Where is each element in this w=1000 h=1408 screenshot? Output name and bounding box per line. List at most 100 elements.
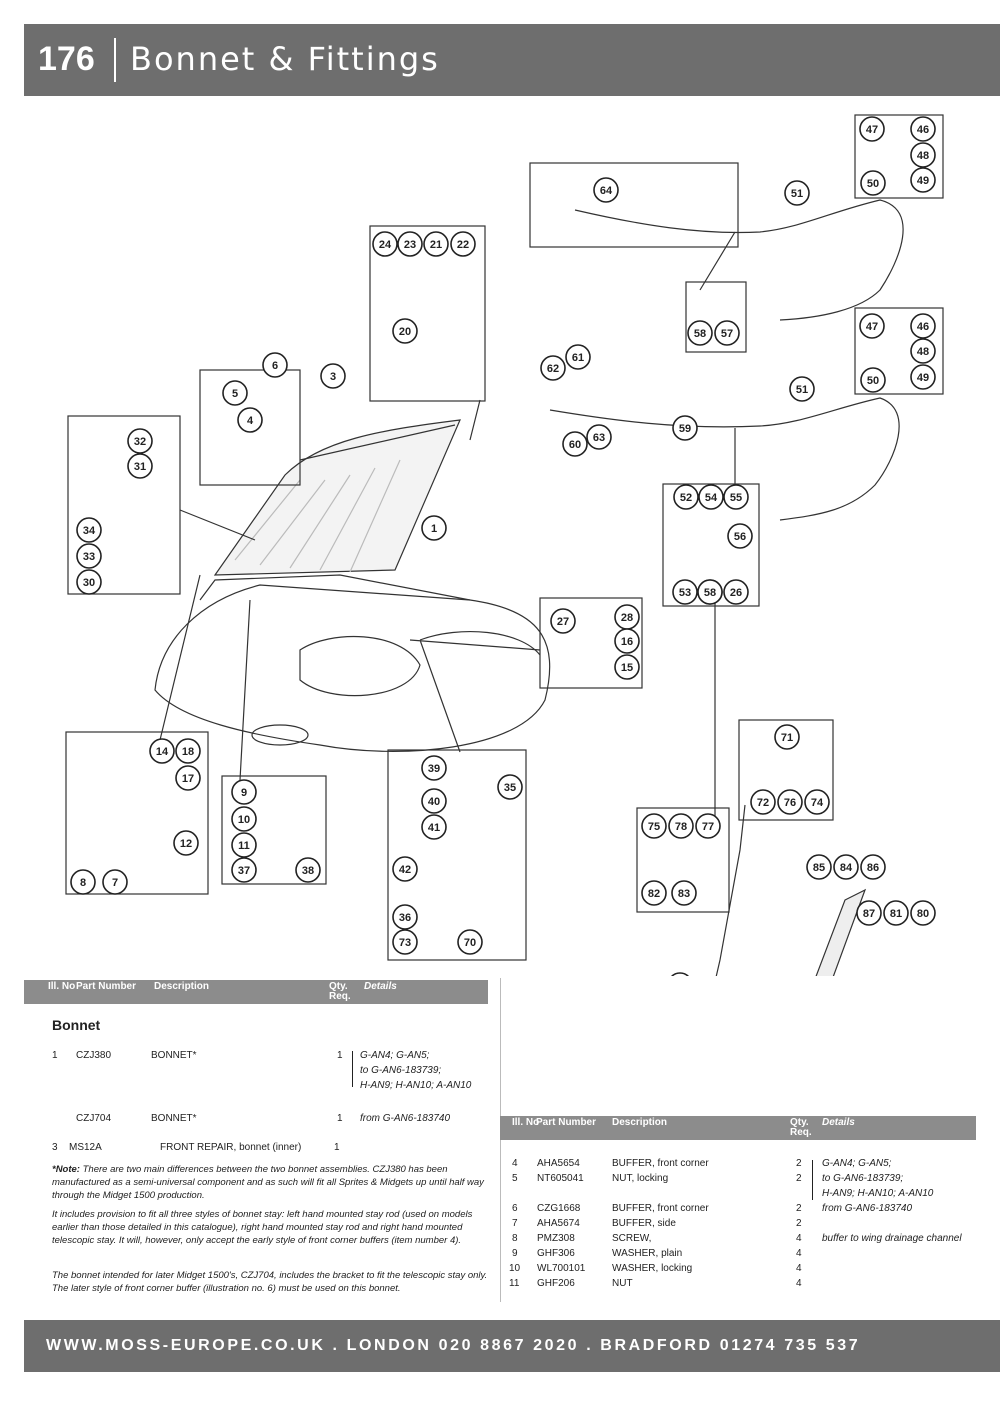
callout-38: 38 [295, 857, 321, 883]
svg-text:32: 32 [134, 436, 146, 448]
table-row-part: AHA5654 [537, 1158, 580, 1169]
callout-87: 87 [856, 900, 882, 926]
callout-51: 51 [789, 376, 815, 402]
table-row-desc: BUFFER, side [612, 1218, 676, 1229]
page-title: Bonnet & Fittings [130, 40, 440, 78]
svg-text:9: 9 [241, 787, 247, 799]
left-row-3-ill: 3 [52, 1142, 58, 1153]
callout-62: 62 [540, 355, 566, 381]
svg-text:40: 40 [428, 796, 440, 808]
callout-58: 58 [687, 320, 713, 346]
th-details: Details [364, 981, 397, 992]
svg-text:47: 47 [866, 124, 878, 136]
th-ill-no: Ill. No [48, 981, 76, 992]
callout-48: 48 [910, 142, 936, 168]
note-label: *Note: [52, 1164, 80, 1175]
svg-text:64: 64 [600, 185, 613, 197]
callout-56: 56 [727, 523, 753, 549]
callout-52: 52 [673, 484, 699, 510]
callout-35: 35 [497, 774, 523, 800]
table-row-desc: NUT [612, 1278, 633, 1289]
callout-70: 70 [457, 929, 483, 955]
svg-text:58: 58 [704, 587, 716, 599]
table-row-ill: 4 [512, 1158, 518, 1169]
left-row-2-part: CZJ704 [76, 1113, 112, 1124]
table-row-qty: 4 [796, 1248, 802, 1259]
svg-text:84: 84 [840, 862, 853, 874]
table-row-part: NT605041 [537, 1173, 584, 1184]
callout-12: 12 [173, 830, 199, 856]
svg-text:85: 85 [813, 862, 825, 874]
details-bracket-right [812, 1160, 813, 1200]
callout-54: 54 [698, 484, 724, 510]
table-row-details: buffer to wing drainage channel [822, 1233, 962, 1244]
callout-82: 82 [641, 880, 667, 906]
callout-39: 39 [421, 755, 447, 781]
callout-28: 28 [614, 604, 640, 630]
svg-text:73: 73 [399, 937, 411, 949]
header-bar [24, 24, 1000, 96]
callout-63: 63 [586, 424, 612, 450]
svg-text:56: 56 [734, 531, 746, 543]
callout-73: 73 [392, 929, 418, 955]
table-row-qty: 4 [796, 1233, 802, 1244]
release-cable-upper [574, 199, 904, 321]
table-row-ill: 11 [509, 1278, 520, 1289]
table-row-details: to G-AN6-183739; [822, 1173, 904, 1184]
callout-55: 55 [723, 484, 749, 510]
callout-10: 10 [231, 806, 257, 832]
callout-46: 46 [910, 116, 936, 142]
callout-74: 74 [804, 789, 830, 815]
left-row-2-details: from G-AN6-183740 [360, 1113, 451, 1124]
callout-41: 41 [421, 814, 447, 840]
svg-text:49: 49 [917, 175, 929, 187]
svg-text:61: 61 [572, 352, 584, 364]
callout-5: 5 [222, 380, 248, 406]
svg-text:62: 62 [547, 363, 559, 375]
table-row-desc: NUT, locking [612, 1173, 669, 1184]
left-row-1-qty: 1 [337, 1050, 343, 1061]
table-row-ill: 5 [512, 1173, 518, 1184]
callout-3: 3 [320, 363, 346, 389]
table-header-left: Ill. No Part Number Description Qty. Req… [24, 980, 488, 1004]
callout-57: 57 [714, 320, 740, 346]
callout-75: 75 [641, 813, 667, 839]
svg-text:51: 51 [796, 384, 808, 396]
callout-47: 47 [859, 116, 885, 142]
release-cable-lower [549, 397, 900, 521]
callout-77: 77 [695, 813, 721, 839]
th-qty-req-right: Qty. Req. [790, 1117, 812, 1138]
callout-60: 60 [562, 431, 588, 457]
left-row-3-desc: FRONT REPAIR, bonnet (inner) [160, 1142, 302, 1153]
callout-36: 36 [392, 904, 418, 930]
callout-17: 17 [175, 765, 201, 791]
svg-text:38: 38 [302, 865, 314, 877]
table-row-qty: 4 [796, 1278, 802, 1289]
svg-text:48: 48 [917, 150, 929, 162]
svg-text:28: 28 [621, 612, 633, 624]
th-part-number: Part Number [76, 981, 137, 992]
callout-72: 72 [750, 789, 776, 815]
left-row-1-details-3: H-AN9; H-AN10; A-AN10 [360, 1080, 472, 1091]
callout-49: 49 [910, 167, 936, 193]
callout-27: 27 [550, 608, 576, 634]
svg-text:53: 53 [679, 587, 691, 599]
footer-contact: WWW.MOSS-EUROPE.CO.UK . LONDON 020 8867 … [46, 1337, 861, 1354]
svg-text:41: 41 [428, 822, 440, 834]
left-row-1-details-2: to G-AN6-183739; [360, 1065, 442, 1076]
table-row-qty: 4 [796, 1263, 802, 1274]
callout-6: 6 [262, 352, 288, 378]
svg-text:5: 5 [232, 388, 238, 400]
svg-text:3: 3 [330, 371, 336, 383]
table-row-part: AHA5674 [537, 1218, 580, 1229]
left-row-3-qty: 1 [334, 1142, 340, 1153]
svg-text:35: 35 [504, 782, 516, 794]
left-row-1-details-1: G-AN4; G-AN5; [360, 1050, 430, 1061]
callout-59: 59 [672, 415, 698, 441]
svg-text:72: 72 [757, 797, 769, 809]
callout-8: 8 [70, 869, 96, 895]
callout-26: 26 [723, 579, 749, 605]
table-row-part: GHF206 [537, 1278, 575, 1289]
callout-20: 20 [392, 318, 418, 344]
svg-text:57: 57 [721, 328, 733, 340]
